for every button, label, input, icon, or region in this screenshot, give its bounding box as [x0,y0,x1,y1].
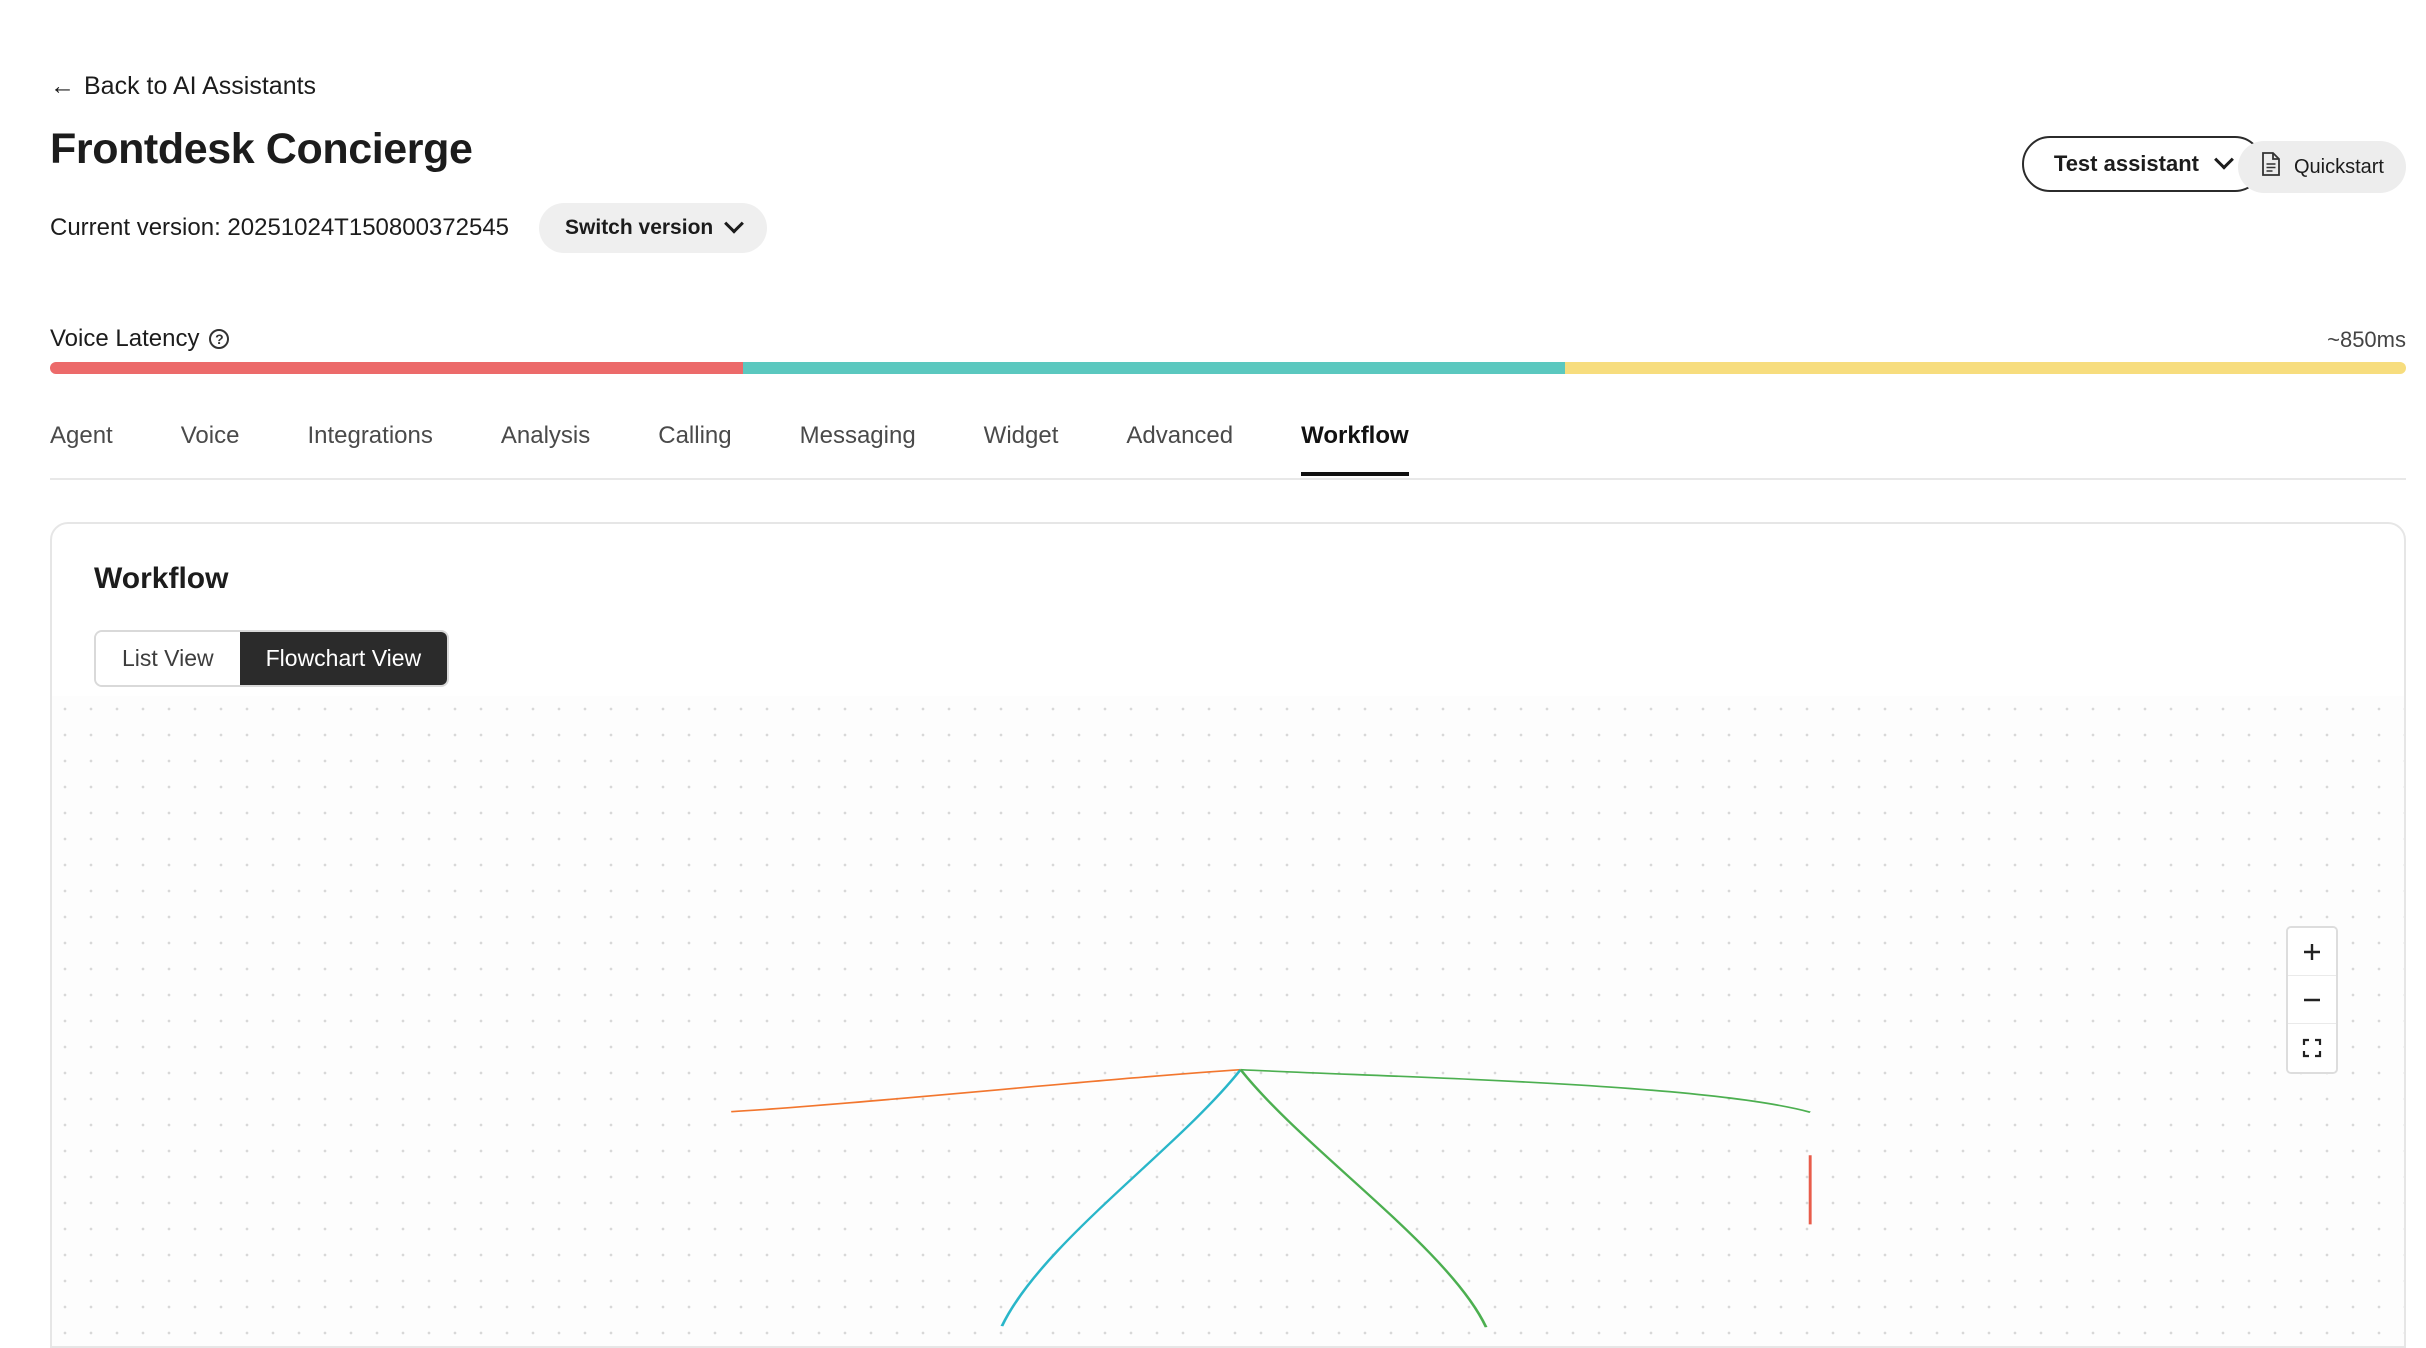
flow-edges [731,1068,1812,1328]
test-assistant-button[interactable]: Test assistant [2021,136,2263,192]
flowchart-canvas[interactable]: Frontdesk Concierge+Transfersip.refer.co… [52,696,2404,1346]
zoom-out-button[interactable] [2288,976,2336,1024]
latency-segment-red [50,362,743,374]
back-link-label: Back to AI Assistants [84,72,317,100]
back-to-ai-assistants-link[interactable]: ← Back to AI Assistants [50,72,316,101]
switch-version-label: Switch version [565,216,714,239]
latency-segment-teal [742,362,1565,374]
workflow-card-title: Workflow [94,562,229,595]
tab-agent[interactable]: Agent [50,422,113,449]
latency-segment-yellow [1564,362,2406,374]
document-icon [2260,152,2282,182]
latency-text: Voice Latency [50,325,200,352]
test-assistant-label: Test assistant [2053,151,2199,176]
zoom-controls [2286,926,2338,1074]
chevron-down-icon [724,213,745,234]
latency-value: ~850ms [2327,327,2406,352]
quickstart-button[interactable]: Quickstart [2237,141,2406,193]
latency-bar [50,362,2406,374]
voice-latency-label: Voice Latency ? [50,325,230,353]
page-title: Frontdesk Concierge [50,125,473,173]
chevron-down-icon [2214,149,2234,170]
current-version-label: Current version: 20251024T150800372545 [50,214,510,241]
view-toggle-flowchart-view[interactable]: Flowchart View [239,632,448,685]
version-row: Current version: 20251024T150800372545 S… [50,203,768,253]
tab-voice[interactable]: Voice [180,422,240,449]
view-toggle-list-view[interactable]: List View [96,632,240,685]
tab-analysis[interactable]: Analysis [500,422,591,449]
tab-workflow[interactable]: Workflow [1301,410,1409,476]
fit-view-button[interactable] [2288,1024,2336,1072]
switch-version-button[interactable]: Switch version [539,203,768,253]
flow-edge-badges-layer [52,696,2404,1346]
arrow-left-icon: ← [50,72,75,100]
tab-widget[interactable]: Widget [983,422,1059,449]
tab-advanced[interactable]: Advanced [1126,422,1234,449]
zoom-in-button[interactable] [2288,928,2336,976]
tab-integrations[interactable]: Integrations [307,422,433,449]
tab-messaging[interactable]: Messaging [799,422,916,449]
quickstart-label: Quickstart [2293,155,2384,178]
tab-calling[interactable]: Calling [658,422,732,449]
settings-tabs: Agent Voice Integrations Analysis Calling Mes… [50,410,2406,480]
question-circle-icon[interactable]: ? [209,329,230,349]
